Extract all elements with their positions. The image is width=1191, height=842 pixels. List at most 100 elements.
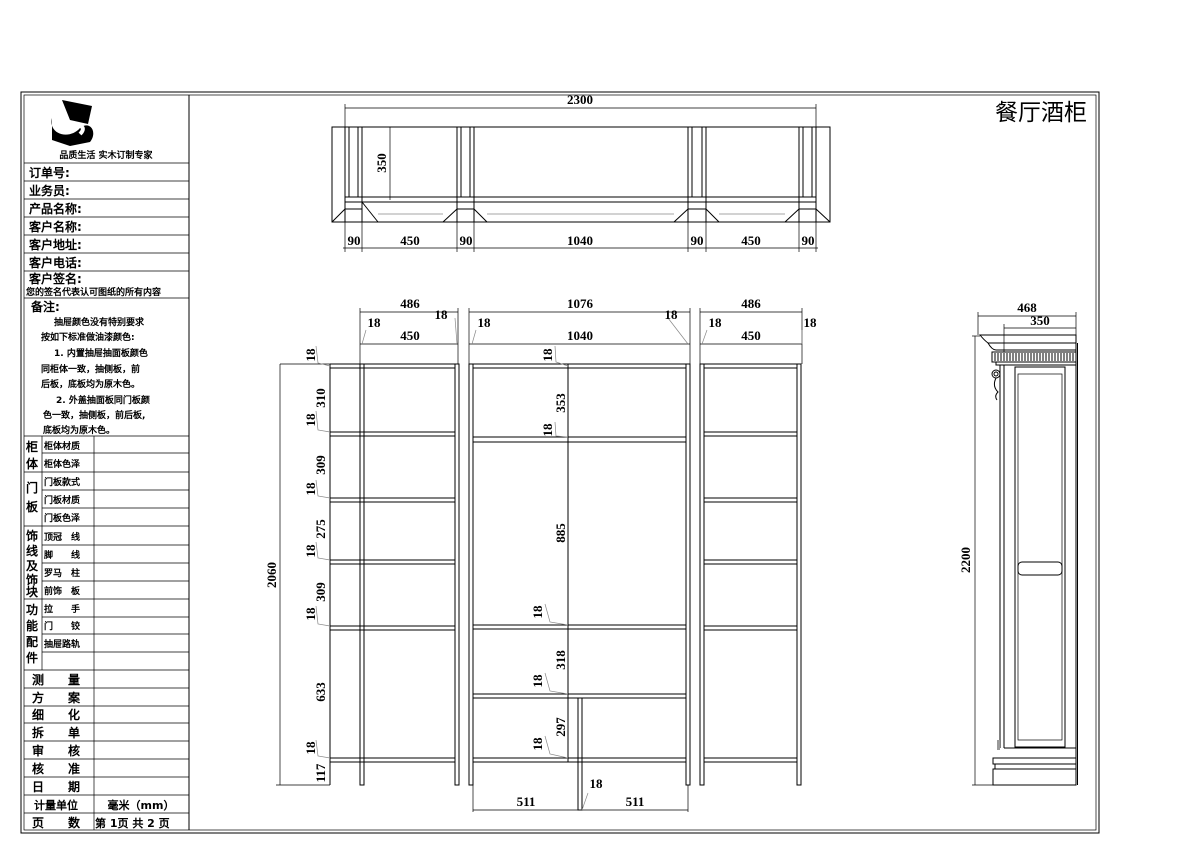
remarks-line: 按如下标准做油漆颜色: — [41, 331, 135, 343]
remarks-line: 底板均为原木色。 — [43, 424, 115, 436]
dim-right-inner: 450 — [741, 328, 761, 343]
remarks-line: 色一致，抽侧板，前后板, — [43, 409, 145, 421]
dim-shelf: 353 — [553, 393, 568, 413]
approval-label: 细 化 — [32, 707, 80, 722]
dim-side-depth-body: 350 — [1030, 313, 1050, 328]
group-label: 板 — [26, 499, 39, 514]
group-label: 门 — [26, 480, 38, 495]
dim-left-side: 18 — [435, 307, 449, 322]
field-customer-name: 客户名称: — [28, 219, 82, 234]
dim-overall-width: 2300 — [567, 92, 593, 107]
dim-shelf: 310 — [313, 388, 328, 408]
logo-tagline: 品质生活 实木订制专家 — [59, 149, 153, 161]
item-door-style: 门板款式 — [44, 476, 80, 488]
dim-segment: 90 — [348, 233, 361, 248]
page-label: 页 数 — [32, 815, 81, 830]
dim-shelf: 297 — [553, 717, 568, 737]
remarks-text: 抽屉颜色没有特别要求 按如下标准做油漆颜色: 1. 内置抽屉抽面板颜色 同柜体一… — [41, 316, 150, 436]
dim-shelf: 18 — [303, 607, 318, 621]
group-label: 配 — [26, 634, 38, 649]
remarks-line: 2. 外盖抽面板同门板颜 — [56, 394, 150, 406]
approval-label: 审 核 — [32, 743, 80, 758]
group-label: 件 — [26, 650, 38, 665]
dim-middle-side: 18 — [478, 315, 492, 330]
dim-side-height: 2200 — [958, 547, 973, 573]
dim-shelf: 18 — [303, 741, 318, 755]
dim-shelf: 18 — [303, 482, 318, 496]
dim-shelf: 18 — [303, 544, 318, 558]
group-items: 柜体材质 柜体色泽 门板款式 门板材质 门板色泽 顶冠 线 脚 线 罗马 柱 前… — [43, 440, 81, 650]
field-customer-phone: 客户电话: — [28, 255, 82, 270]
group-label: 能 — [26, 618, 38, 633]
side-view: 468 350 2200 — [958, 300, 1078, 786]
dim-shelf: 18 — [540, 423, 555, 437]
dim-shelf: 318 — [553, 650, 568, 670]
dim-middle-outer: 1076 — [567, 296, 594, 311]
group-label: 柜 — [25, 439, 38, 454]
middle-cabinet — [468, 363, 691, 811]
dim-shelf: 18 — [303, 348, 318, 362]
dentil-molding — [994, 353, 1074, 361]
item-door-color: 门板色泽 — [44, 512, 80, 524]
dim-shelf: 309 — [313, 455, 328, 475]
dim-left-outer: 486 — [400, 296, 420, 311]
field-customer-signature: 客户签名: — [28, 271, 82, 286]
sheet-inner-border — [23, 94, 1097, 831]
dim-segment: 90 — [802, 233, 815, 248]
left-cabinet — [329, 363, 460, 786]
item-door-material: 门板材质 — [44, 494, 80, 506]
dim-left-inner: 450 — [400, 328, 420, 343]
item-crown-molding: 顶冠 线 — [44, 531, 80, 543]
group-label: 体 — [26, 456, 39, 471]
item-front-panel: 前饰 板 — [44, 585, 81, 597]
field-order-no: 订单号: — [29, 165, 70, 180]
remarks-line: 同柜体一致，抽侧板，前 — [41, 363, 140, 375]
company-logo: 品质生活 实木订制专家 — [51, 100, 154, 161]
remarks-line: 后板，底板均为原木色。 — [41, 378, 140, 390]
approval-label: 拆 单 — [32, 725, 80, 740]
drawing-title: 餐厅酒柜 — [995, 100, 1087, 126]
dim-shelf: 18 — [303, 413, 318, 427]
dim-total-height: 2060 — [264, 562, 279, 588]
sheet-border — [20, 91, 1100, 834]
corbel-ornament — [991, 369, 1001, 750]
dim-bottom-bay: 511 — [626, 794, 645, 809]
unit-value: 毫米（mm） — [108, 798, 175, 812]
item-base-molding: 脚 线 — [44, 549, 80, 561]
group-label: 块 — [26, 584, 39, 599]
dim-right-outer: 486 — [741, 296, 761, 311]
field-salesperson: 业务员: — [29, 183, 70, 198]
item-drawer-rail: 抽屉路轨 — [44, 638, 80, 650]
item-cabinet-color: 柜体色泽 — [43, 458, 80, 470]
dim-shelf: 309 — [313, 582, 328, 602]
dim-right-side: 18 — [804, 315, 818, 330]
approval-label: 测 量 — [32, 672, 80, 687]
dim-segment: 90 — [691, 233, 704, 248]
remarks-line: 1. 内置抽屉抽面板颜色 — [54, 347, 148, 359]
item-hinge: 门 铰 — [44, 620, 80, 632]
dim-side-depth-total: 468 — [1017, 300, 1037, 315]
group-label: 饰 — [26, 572, 38, 587]
dim-right-side: 18 — [709, 315, 723, 330]
dim-shelf: 885 — [553, 523, 568, 543]
group-label: 功 — [26, 602, 38, 617]
dim-shelf: 18 — [530, 674, 545, 688]
dim-shelf: 117 — [313, 763, 328, 782]
field-customer-address: 客户地址: — [28, 237, 82, 252]
dim-middle-side: 18 — [665, 307, 679, 322]
dim-depth: 350 — [374, 153, 389, 173]
remarks-label: 备注: — [30, 299, 60, 314]
dim-left-side: 18 — [368, 315, 382, 330]
page-value: 第 1页 共 2 页 — [95, 816, 170, 830]
dim-middle-inner: 1040 — [567, 328, 593, 343]
info-panel: 品质生活 实木订制专家 订单号: 业务员: 产品名称: 客户名称: 客户地 — [24, 100, 189, 830]
group-label: 线 — [26, 543, 38, 558]
remarks-line: 抽屉颜色没有特别要求 — [54, 316, 145, 328]
unit-label: 计量单位 — [34, 798, 78, 812]
dim-shelf: 18 — [530, 737, 545, 751]
approval-label: 方 案 — [32, 690, 81, 705]
dim-segment: 1040 — [567, 233, 593, 248]
group-label: 及 — [26, 559, 39, 573]
dim-segment: 450 — [400, 233, 420, 248]
